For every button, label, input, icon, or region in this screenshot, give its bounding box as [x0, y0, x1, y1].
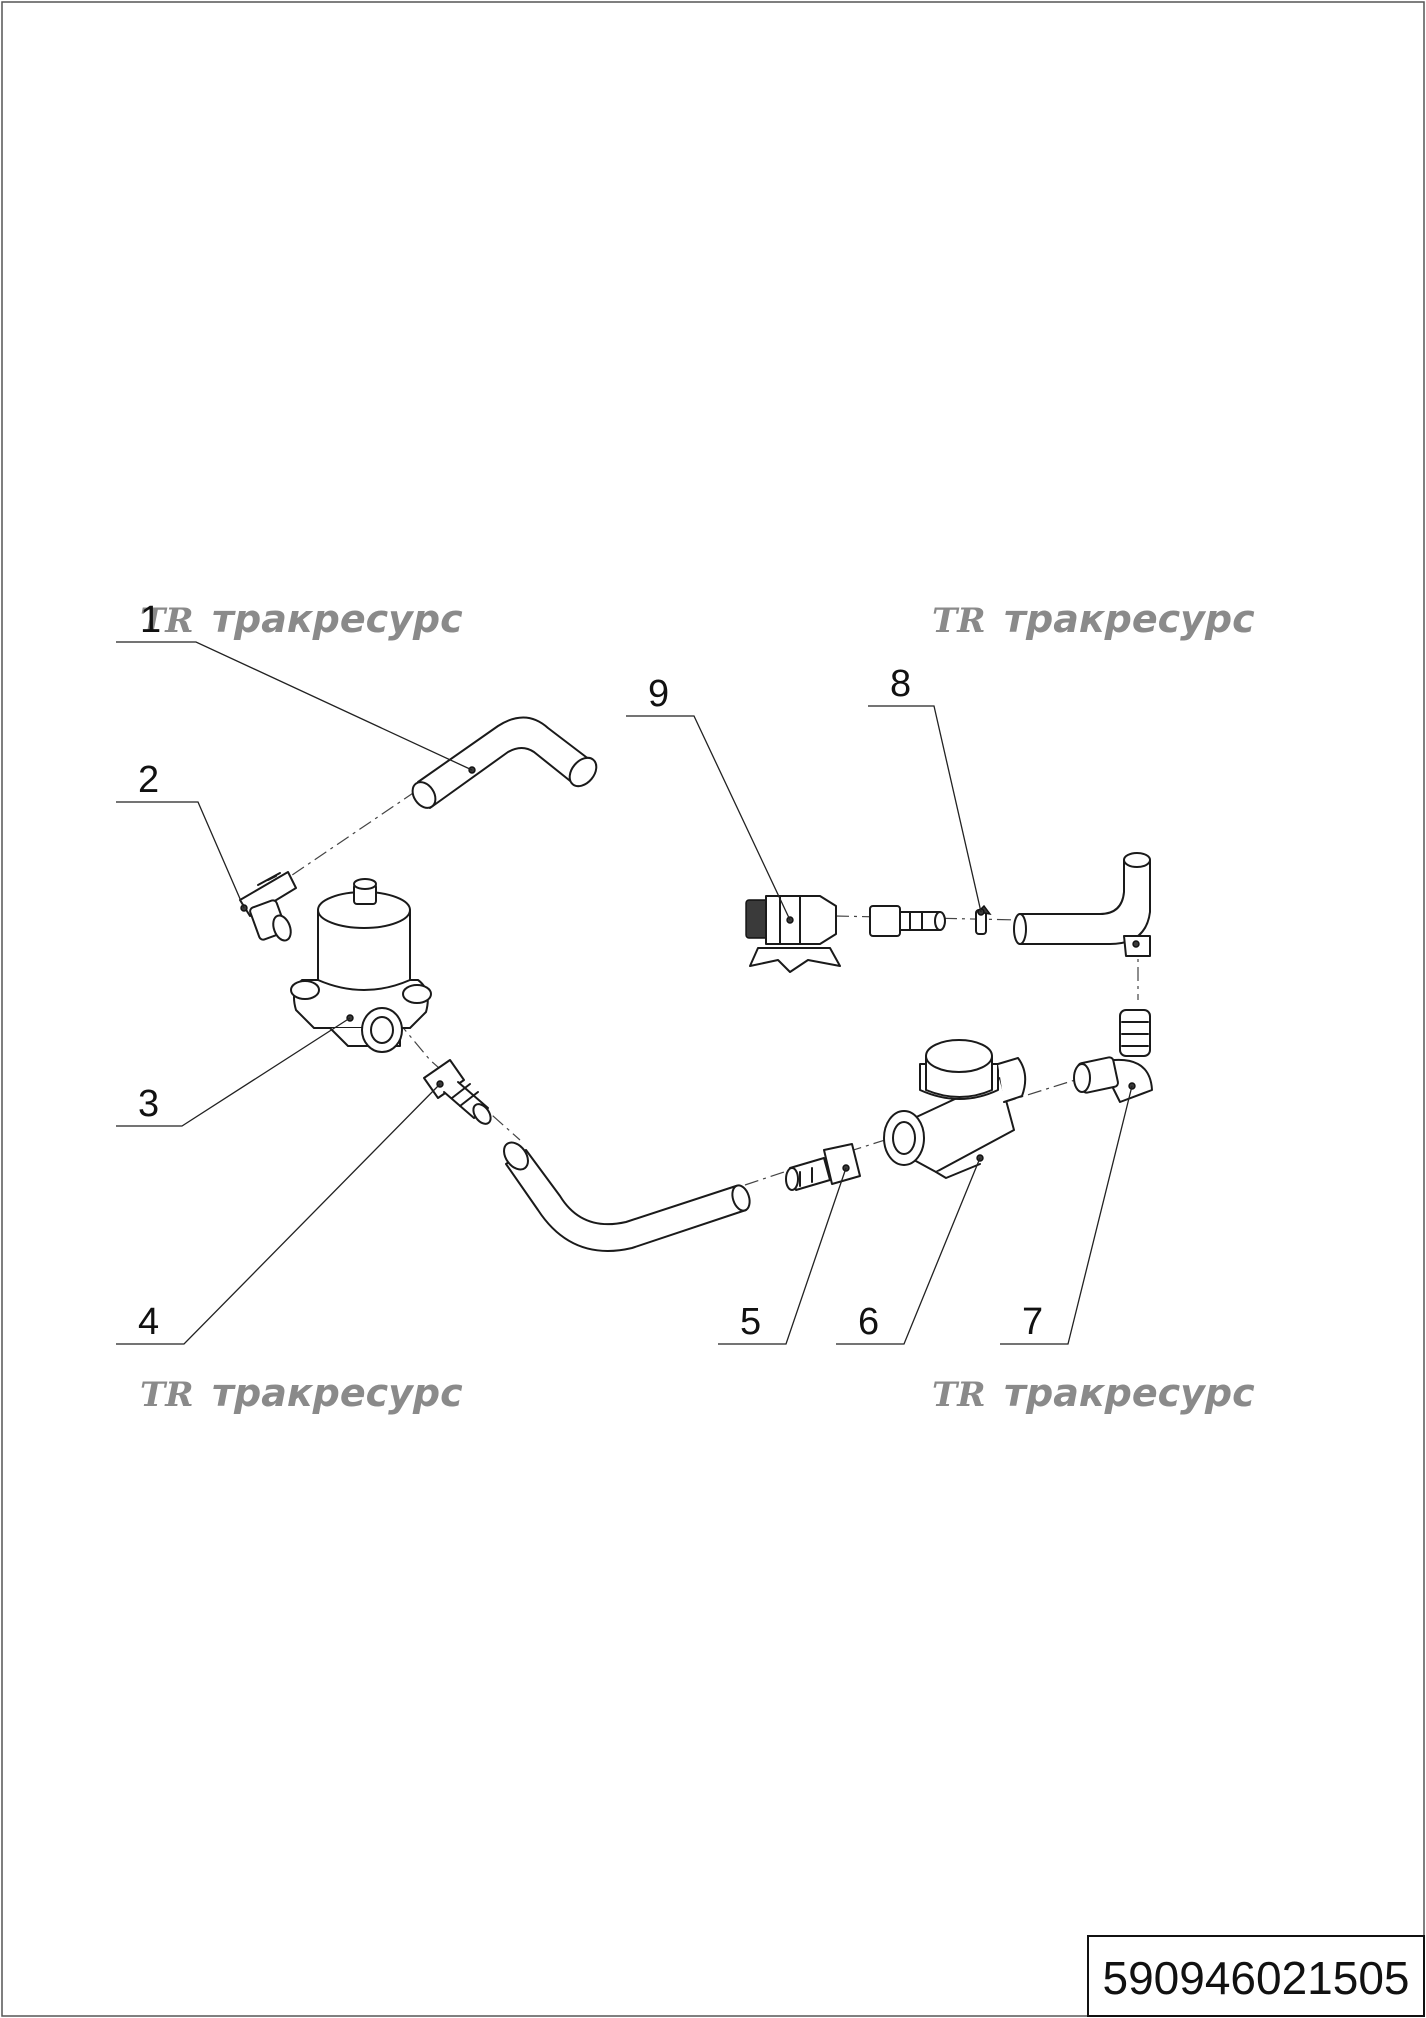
part-9-nipple: [869, 905, 946, 937]
right-upper-bent-hose: [1013, 852, 1151, 957]
part-3-solenoid-valve: [290, 878, 432, 1053]
document-number-box: [1087, 1935, 1425, 2017]
watermark-text: тракресурс: [212, 1371, 463, 1415]
callout-9: 9: [648, 673, 669, 715]
watermark-text: тракресурс: [1004, 1371, 1255, 1415]
leader-6: [836, 1157, 981, 1345]
watermark-bottom-right: TR тракресурс: [932, 1371, 1255, 1415]
part-7-elbow-fitting: [1073, 1009, 1153, 1103]
callout-8: 8: [890, 663, 911, 705]
lower-bent-hose: [503, 1141, 751, 1252]
watermark-text: тракресурс: [1004, 597, 1255, 641]
callout-4: 4: [138, 1301, 159, 1343]
watermark-top-left: TR тракресурс: [140, 597, 463, 641]
part-2-elbow-fitting: [239, 871, 297, 942]
callout-2: 2: [138, 759, 159, 801]
watermark-logo: TR: [140, 1375, 194, 1415]
assembly-axis-upper-hose: [269, 784, 426, 891]
leader-7: [1000, 1085, 1133, 1345]
callout-3: 3: [138, 1083, 159, 1125]
callout-5: 5: [740, 1301, 761, 1343]
watermark-bottom-left: TR тракресурс: [140, 1371, 463, 1415]
leader-4: [116, 1083, 441, 1345]
part-1-hose-upper: [411, 716, 598, 809]
callout-1: 1: [140, 599, 161, 641]
part-9-ball-valve: [745, 895, 841, 973]
leader-1: [116, 641, 473, 771]
part-5-hose-nipple: [785, 1143, 861, 1191]
watermark-logo: TR: [932, 1375, 986, 1415]
part-4-hose-nipple: [423, 1059, 492, 1125]
leader-9: [626, 715, 791, 921]
leader-3: [116, 1017, 351, 1127]
part-8-clip: [975, 904, 992, 935]
leader-2: [116, 801, 245, 909]
callout-6: 6: [858, 1301, 879, 1343]
watermark-logo: TR: [932, 601, 986, 641]
leader-8: [868, 705, 982, 913]
leader-5: [718, 1167, 847, 1345]
watermark-text: тракресурс: [212, 597, 463, 641]
watermark-logo: TR: [140, 601, 194, 641]
document-number: 590946021505: [1103, 1952, 1410, 2004]
part-6-valve-body: [883, 1039, 1027, 1179]
callout-7: 7: [1022, 1301, 1043, 1343]
watermark-top-right: TR тракресурс: [932, 597, 1255, 641]
